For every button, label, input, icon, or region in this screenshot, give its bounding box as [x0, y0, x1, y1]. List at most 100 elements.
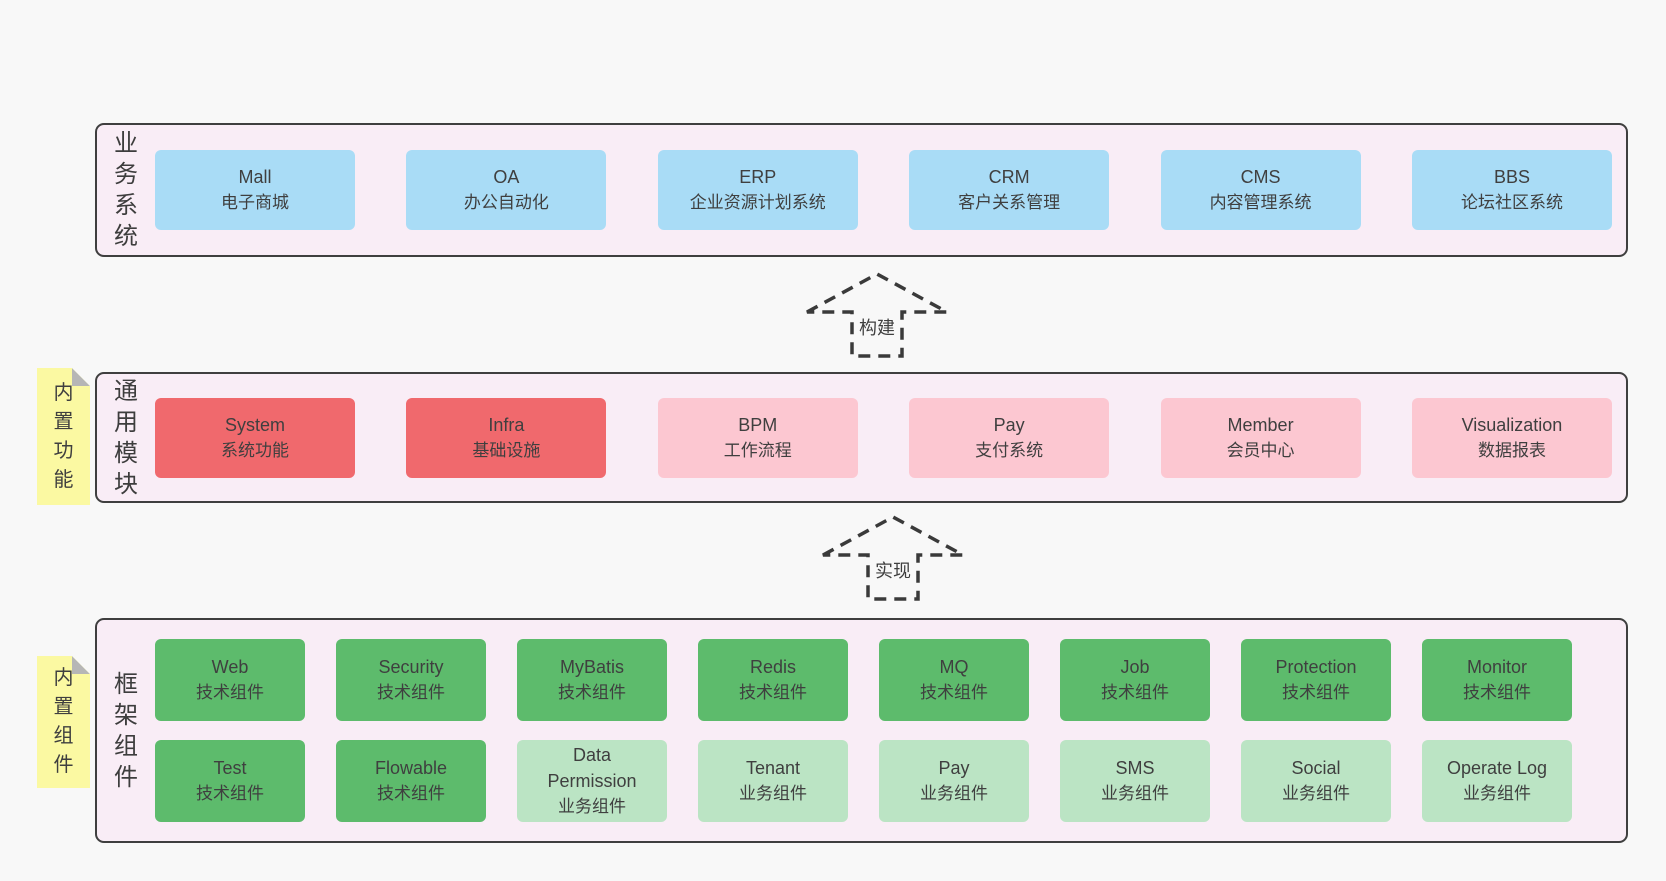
- note-label: 内置功能: [53, 381, 74, 491]
- component-name: ERP: [739, 167, 777, 187]
- component-box-tenant: Tenant 业务组件: [698, 740, 848, 822]
- component-box-mall: Mall 电子商城: [155, 150, 355, 230]
- component-name: Tenant: [745, 758, 801, 778]
- component-box-infra: Infra 基础设施: [406, 397, 607, 478]
- component-name: SMS: [1115, 758, 1155, 778]
- component-box-sms: SMS 业务组件: [1060, 740, 1210, 822]
- component-category: 业务组件: [1463, 784, 1531, 803]
- component-name: CRM: [988, 167, 1030, 187]
- component-name: Web: [211, 657, 249, 677]
- component-category: 技术组件: [196, 683, 264, 702]
- component-name: Social: [1291, 758, 1341, 778]
- arrow-label-implement: 实现: [872, 556, 914, 584]
- component-box-protection: Protection 技术组件: [1241, 639, 1391, 721]
- sticky-note-builtin-components: 内置组件: [37, 656, 90, 788]
- component-box-data-permission: Data Permission 业务组件: [517, 740, 667, 822]
- component-box-web: Web 技术组件: [155, 639, 305, 721]
- component-category: 支付系统: [975, 440, 1044, 460]
- component-category: 内容管理系统: [1209, 193, 1312, 212]
- component-category: 技术组件: [920, 683, 988, 702]
- component-name: Monitor: [1466, 657, 1528, 677]
- component-box-cms: CMS 内容管理系统: [1160, 150, 1361, 230]
- component-name: Visualization: [1461, 414, 1563, 435]
- component-name: BPM: [738, 414, 778, 435]
- component-name: Mall: [238, 167, 272, 187]
- component-name: Operate Log: [1446, 758, 1548, 778]
- component-box-pay: Pay 业务组件: [879, 740, 1029, 822]
- component-category: 技术组件: [196, 784, 264, 803]
- component-name: Flowable: [374, 758, 448, 778]
- component-box-security: Security 技术组件: [336, 639, 486, 721]
- component-name: Member: [1227, 414, 1294, 435]
- component-category: 技术组件: [377, 683, 445, 702]
- component-name: Redis: [749, 657, 797, 677]
- component-box-redis: Redis 技术组件: [698, 639, 848, 721]
- component-name: Job: [1120, 657, 1150, 677]
- component-name: Protection: [1275, 657, 1357, 677]
- layer-label-framework-components: 框架组件: [114, 670, 138, 791]
- layer-label-common-modules: 通用模块: [114, 377, 138, 498]
- component-category: 基础设施: [472, 440, 541, 460]
- component-box-mq: MQ 技术组件: [879, 639, 1029, 721]
- component-name: Pay: [938, 758, 970, 778]
- component-category: 技术组件: [739, 683, 807, 702]
- component-box-operate-log: Operate Log 业务组件: [1422, 740, 1572, 822]
- component-box-social: Social 业务组件: [1241, 740, 1391, 822]
- component-category: 技术组件: [1101, 683, 1169, 702]
- component-box-visualization: Visualization 数据报表: [1411, 397, 1612, 478]
- component-category: 会员中心: [1226, 440, 1295, 460]
- component-box-member: Member 会员中心: [1160, 397, 1361, 478]
- component-category: 业务组件: [558, 797, 626, 816]
- component-category: 业务组件: [1101, 784, 1169, 803]
- layer-label-business-systems: 业务系统: [114, 130, 138, 250]
- component-name: CMS: [1240, 167, 1281, 187]
- component-category: 电子商城: [221, 193, 289, 212]
- component-category: 技术组件: [1282, 683, 1350, 702]
- component-category: 技术组件: [377, 784, 445, 803]
- component-name: BBS: [1493, 167, 1530, 187]
- component-category: 客户关系管理: [958, 193, 1061, 212]
- component-category: 技术组件: [558, 683, 626, 702]
- component-box-test: Test 技术组件: [155, 740, 305, 822]
- component-category: 业务组件: [920, 784, 988, 803]
- component-category: 企业资源计划系统: [689, 193, 826, 212]
- dashed-up-arrow-build: [806, 272, 948, 358]
- component-name: Data Permission: [547, 745, 637, 791]
- component-category: 业务组件: [1282, 784, 1350, 803]
- component-box-bpm: BPM 工作流程: [657, 397, 858, 478]
- note-folded-corner-icon: [72, 656, 90, 674]
- component-category: 工作流程: [723, 440, 792, 460]
- component-name: MyBatis: [559, 657, 624, 677]
- component-box-erp: ERP 企业资源计划系统: [657, 150, 858, 230]
- component-box-flowable: Flowable 技术组件: [336, 740, 486, 822]
- component-name: OA: [493, 167, 520, 187]
- arrow-label-build: 构建: [856, 313, 898, 341]
- component-category: 数据报表: [1477, 440, 1546, 460]
- component-box-crm: CRM 客户关系管理: [909, 150, 1110, 230]
- component-name: MQ: [939, 657, 969, 677]
- component-category: 业务组件: [739, 784, 807, 803]
- component-category: 技术组件: [1463, 683, 1531, 702]
- component-name: Infra: [488, 414, 525, 435]
- component-box-monitor: Monitor 技术组件: [1422, 639, 1572, 721]
- component-category: 系统功能: [221, 440, 289, 460]
- note-folded-corner-icon: [72, 368, 90, 386]
- note-label: 内置组件: [53, 667, 74, 776]
- component-category: 论坛社区系统: [1460, 193, 1563, 212]
- dashed-up-arrow-implement: [822, 515, 964, 601]
- component-name: Security: [378, 657, 444, 677]
- component-box-job: Job 技术组件: [1060, 639, 1210, 721]
- component-name: Test: [213, 758, 247, 778]
